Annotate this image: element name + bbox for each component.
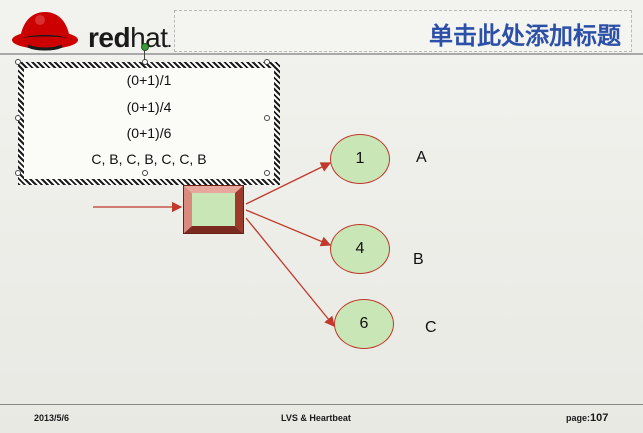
node-label-c: C: [425, 319, 437, 336]
footer-date: 2013/5/6: [34, 413, 70, 423]
selected-text-box[interactable]: (0+1)/1 (0+1)/4 (0+1)/6 C, B, C, B, C, C…: [18, 62, 280, 185]
logo-wordmark: redhat.: [88, 22, 171, 53]
node-label-a: A: [416, 149, 427, 166]
text-line-2: (0+1)/4: [126, 99, 172, 115]
resize-handle-top-left[interactable]: [15, 59, 21, 65]
resize-handle-top-right[interactable]: [264, 59, 270, 65]
rotate-handle[interactable]: [141, 43, 149, 51]
server-node-6: 6: [334, 299, 394, 349]
arrow-to-node-1: [245, 162, 332, 205]
resize-handle-bottom-right[interactable]: [264, 170, 270, 176]
text-line-1: (0+1)/1: [126, 72, 172, 88]
server-node-1: 1: [330, 134, 390, 184]
shadowman-icon: [12, 12, 78, 51]
node-label-b: B: [413, 251, 424, 268]
server-node-4: 4: [330, 224, 390, 274]
text-line-4: C, B, C, B, C, C, B: [91, 151, 207, 167]
footer-title: LVS & Heartbeat: [281, 413, 351, 423]
footer-page: page:107: [566, 412, 609, 424]
resize-handle-bottom-left[interactable]: [15, 170, 21, 176]
rotate-handle-stem: [144, 50, 145, 60]
resize-handle-bottom[interactable]: [142, 170, 148, 176]
title-placeholder[interactable]: 单击此处添加标题: [174, 10, 632, 52]
resize-handle-left[interactable]: [15, 115, 21, 121]
text-line-3: (0+1)/6: [126, 125, 172, 141]
slide-title: 单击此处添加标题: [429, 21, 621, 50]
header-divider: [0, 53, 643, 55]
resize-handle-right[interactable]: [264, 115, 270, 121]
footer-divider: [0, 404, 643, 405]
resize-handle-top[interactable]: [142, 59, 148, 65]
arrow-to-node-6: [245, 217, 335, 328]
redhat-logo: redhat.: [10, 6, 175, 54]
arrow-to-node-4: [245, 209, 332, 247]
dispatcher-box: [183, 185, 244, 234]
